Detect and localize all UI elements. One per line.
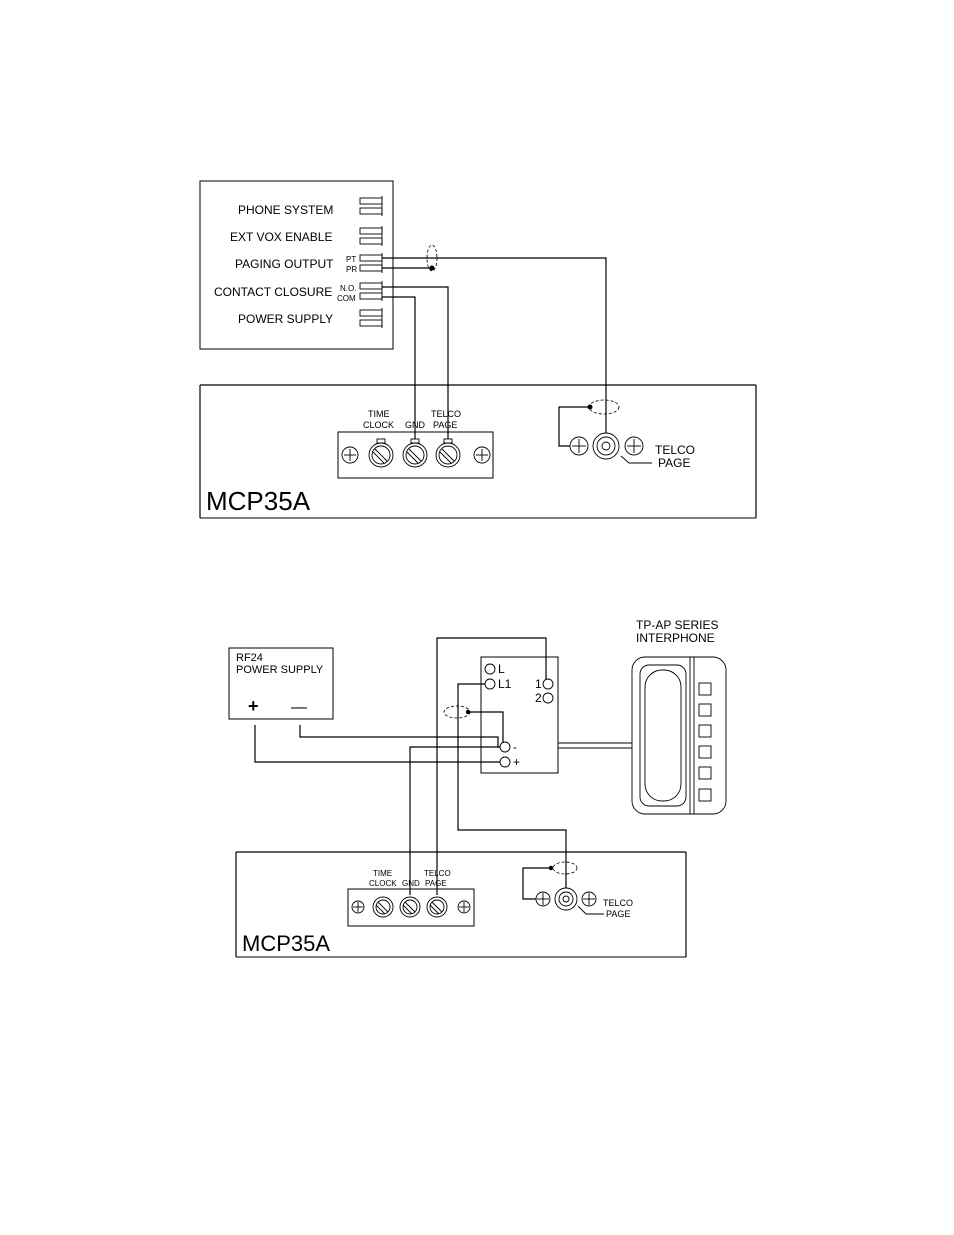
plus-icon	[342, 447, 358, 463]
jack-telco-label: TELCO	[655, 443, 695, 457]
phone-system-panel: PHONE SYSTEM EXT VOX ENABLE PAGING OUTPU…	[200, 181, 393, 349]
rf24-label: RF24	[236, 652, 263, 664]
interphone-button	[699, 683, 711, 695]
rca-jack-1	[570, 433, 652, 463]
plus-icon	[570, 437, 588, 455]
time-label: TIME	[373, 869, 392, 878]
terminal-plus-label: +	[513, 755, 520, 769]
pin-pt-label: PT	[346, 255, 356, 264]
ext-vox-enable-label: EXT VOX ENABLE	[230, 230, 333, 244]
wiring-1	[382, 245, 619, 446]
plus-icon	[458, 901, 470, 913]
wire-plus-to-interface	[255, 725, 500, 762]
terminal-l-label: L	[498, 662, 505, 676]
interphone-label: INTERPHONE	[636, 631, 715, 645]
screw-terminal-telco-page	[427, 897, 447, 917]
shield-junction-dot	[430, 266, 435, 271]
rca-jack-2	[536, 888, 604, 914]
wire-minus-to-interface	[300, 725, 500, 747]
pin-no-label: N.O.	[340, 284, 356, 293]
clock-label: CLOCK	[369, 879, 397, 888]
interphone-button	[699, 789, 711, 801]
phone-system-label: PHONE SYSTEM	[238, 203, 333, 217]
contact-closure-label: CONTACT CLOSURE	[214, 285, 332, 299]
plus-icon	[352, 901, 364, 913]
terminal-minus-label: -	[513, 740, 517, 754]
unit-name: MCP35A	[206, 486, 311, 516]
shield-indicator	[553, 862, 577, 874]
jack-telco-label: TELCO	[603, 898, 633, 908]
screw-terminal-time-clock	[373, 897, 393, 917]
power-minus-label: —	[291, 699, 307, 716]
rf24-power-supply: RF24 POWER SUPPLY + —	[229, 648, 333, 719]
tp-ap-interphone: TP-AP SERIES INTERPHONE	[632, 618, 726, 814]
wire-shield-to-jack-ground	[523, 868, 551, 899]
plus-icon	[625, 437, 643, 455]
plus-icon	[536, 892, 550, 906]
shield-indicator	[589, 400, 619, 414]
screw-terminal-gnd	[400, 897, 420, 917]
telco-label: TELCO	[431, 409, 461, 419]
page-label: PAGE	[425, 879, 447, 888]
interphone-button	[699, 725, 711, 737]
terminal-1-label: 1	[535, 677, 542, 691]
terminal-l1-label: L1	[498, 677, 512, 691]
pin-pr-label: PR	[346, 265, 357, 274]
speaker-grille	[645, 670, 681, 801]
clock-label: CLOCK	[363, 420, 394, 430]
time-label: TIME	[368, 409, 390, 419]
gnd-label: GND	[402, 879, 420, 888]
power-supply-label: POWER SUPPLY	[238, 312, 333, 326]
mcp35a-unit-2: TIME CLOCK GND TELCO PAGE TELCO P	[236, 852, 686, 957]
power-supply-label: POWER SUPPLY	[236, 664, 324, 676]
interphone-series-label: TP-AP SERIES	[636, 618, 718, 632]
terminal-2-label: 2	[535, 691, 542, 705]
diagram-2: RF24 POWER SUPPLY + — L L1 1 2 - + TP-AP…	[229, 618, 726, 957]
interphone-button	[699, 767, 711, 779]
plus-icon	[474, 447, 490, 463]
interphone-button	[699, 704, 711, 716]
unit-name: MCP35A	[242, 931, 330, 956]
paging-output-label: PAGING OUTPUT	[235, 257, 334, 271]
interphone-button	[699, 746, 711, 758]
jack-page-label: PAGE	[606, 909, 630, 919]
page-label: PAGE	[433, 420, 457, 430]
jack-page-label: PAGE	[658, 456, 690, 470]
power-plus-label: +	[248, 696, 259, 716]
diagram-1: PHONE SYSTEM EXT VOX ENABLE PAGING OUTPU…	[200, 181, 756, 518]
plus-icon	[582, 892, 596, 906]
mcp35a-unit-1: TIME CLOCK GND TELCO PAGE TELCO	[200, 385, 756, 518]
pin-com-label: COM	[337, 294, 356, 303]
